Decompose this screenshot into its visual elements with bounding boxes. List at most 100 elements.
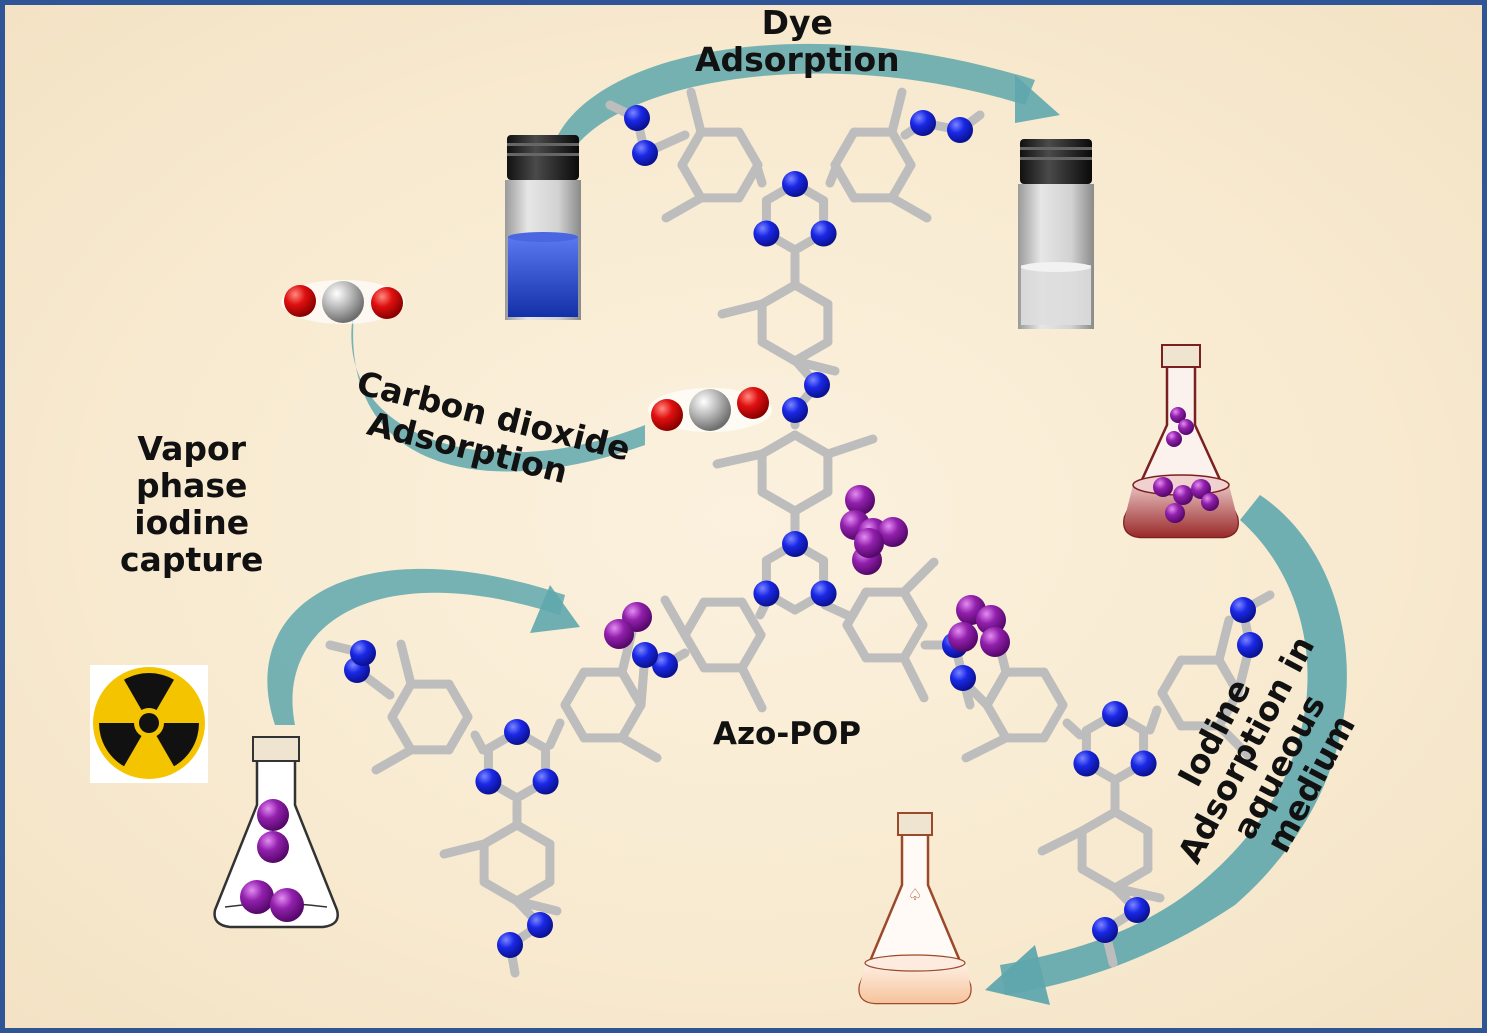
bond	[755, 600, 770, 620]
bond	[680, 630, 709, 673]
nitrogen-atom	[1073, 750, 1100, 777]
bond	[753, 165, 767, 188]
radiation-hazard-icon	[90, 665, 208, 783]
nitrogen-atom	[782, 397, 808, 423]
co2-molecule-icon	[648, 387, 772, 432]
vapor-label-line: phase	[135, 465, 248, 505]
arrow-vapor-capture-head	[530, 585, 580, 633]
bond	[680, 597, 709, 640]
bond	[1214, 721, 1254, 761]
bond	[444, 712, 473, 755]
iodine-atom	[604, 619, 634, 649]
bond	[887, 127, 916, 170]
bond	[820, 600, 852, 620]
arrow-aqueous-adsorption	[1000, 495, 1347, 995]
nitrogen-atom	[1102, 701, 1128, 727]
vapor-phase-iodine-label: Vapor phase iodine capture	[120, 429, 263, 579]
bond	[961, 733, 1011, 763]
bond	[479, 820, 522, 849]
bond	[661, 193, 706, 223]
nitrogen-atom	[497, 932, 523, 958]
bond	[560, 700, 589, 743]
azo-pop-structure	[325, 87, 1275, 978]
bond	[899, 620, 928, 663]
arrow-vapor-capture	[267, 568, 565, 725]
bond	[887, 193, 932, 223]
iodine-atom	[854, 528, 884, 558]
bond	[790, 487, 833, 516]
bond	[757, 487, 800, 516]
bond	[790, 430, 833, 459]
bond	[842, 620, 871, 663]
bond	[1039, 667, 1068, 710]
bond	[830, 127, 859, 170]
bond	[371, 745, 416, 775]
bond	[1039, 700, 1068, 743]
center-label: Azo-POP	[713, 717, 861, 752]
nitrogen-atom	[1124, 897, 1150, 923]
bond	[617, 733, 662, 763]
co2-molecule-icon	[281, 280, 405, 324]
nitrogen-atom	[632, 642, 658, 668]
erlenmeyer-flask-icon	[213, 736, 339, 929]
nitrogen-atom	[475, 768, 502, 795]
nitrogen-atom	[504, 719, 530, 745]
iodine-atom	[845, 485, 875, 515]
iodine-atom	[980, 627, 1010, 657]
nitrogen-atom	[1230, 597, 1256, 623]
bond	[444, 679, 473, 722]
bond	[677, 127, 706, 170]
bond	[545, 718, 565, 750]
vapor-label-line: Vapor	[137, 429, 246, 468]
vial-clear-solution-icon	[1018, 139, 1094, 329]
nitrogen-atom	[624, 105, 650, 131]
nitrogen-atom	[527, 912, 553, 938]
bond	[512, 820, 555, 849]
bond	[737, 630, 766, 673]
bond	[842, 587, 871, 630]
erlenmeyer-flask-icon: ♤	[858, 812, 972, 1005]
nitrogen-atom	[632, 140, 658, 166]
bond	[825, 165, 840, 188]
iodine-atom	[878, 517, 908, 547]
nitrogen-atom	[1130, 750, 1157, 777]
dye-label-line: Adsorption	[695, 39, 900, 79]
bond	[899, 653, 929, 703]
bond	[899, 587, 928, 630]
nitrogen-atom	[753, 580, 780, 607]
bond	[396, 639, 416, 689]
nitrogen-atom	[947, 117, 973, 143]
bond	[757, 430, 800, 459]
bond	[479, 877, 522, 906]
nitrogen-atom	[1237, 632, 1263, 658]
bond	[560, 667, 589, 710]
nitrogen-atom	[810, 580, 837, 607]
vapor-label-line: iodine	[134, 502, 250, 542]
bond	[1077, 864, 1120, 893]
erlenmeyer-flask-icon	[1123, 344, 1239, 539]
arrow-dye-adsorption-head	[1015, 75, 1060, 123]
dye-adsorption-label: Dye Adsorption	[695, 5, 900, 79]
bond	[757, 280, 800, 309]
bond	[982, 667, 1011, 710]
bond	[712, 449, 767, 469]
bond	[823, 434, 878, 459]
svg-text:♤: ♤	[908, 885, 922, 904]
nitrogen-atom	[910, 110, 936, 136]
bond	[717, 299, 767, 319]
arrow-aqueous-adsorption-head	[985, 945, 1050, 1005]
bond	[387, 712, 416, 755]
bond	[1037, 826, 1087, 856]
azo-pop-label: Azo-POP	[713, 716, 861, 752]
nitrogen-atom	[350, 640, 376, 666]
bond	[887, 87, 907, 137]
cycle-arrows	[267, 43, 1347, 1005]
arrow-dye-adsorption	[550, 43, 1035, 155]
bond	[686, 87, 706, 137]
bond	[677, 160, 706, 203]
vial-blue-dye-icon	[505, 135, 581, 320]
bond	[617, 700, 646, 743]
nitrogen-atom	[782, 531, 808, 557]
bond	[1110, 807, 1153, 836]
nitrogen-atom	[782, 171, 808, 197]
